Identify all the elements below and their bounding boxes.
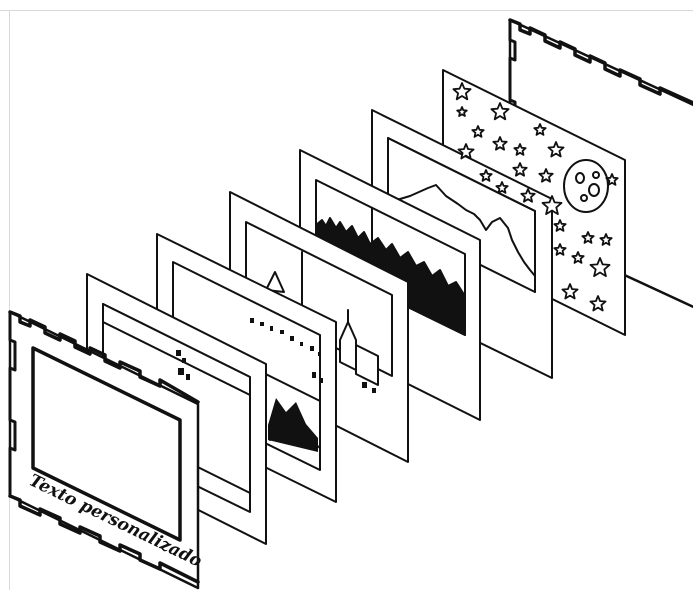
star-icon: [520, 188, 536, 203]
star-icon: [571, 251, 585, 264]
scene-details: [176, 318, 376, 452]
star-icon: [457, 143, 475, 160]
star-icon: [605, 173, 619, 186]
star-icon: [512, 162, 528, 177]
church-icon: [339, 309, 379, 386]
moon-icon: [563, 159, 609, 213]
star-icon: [538, 168, 554, 183]
star-icon: [553, 219, 567, 232]
star-icon: [589, 295, 607, 312]
star-icon: [599, 233, 613, 246]
star-icon: [456, 106, 468, 117]
left-border-line: [9, 10, 10, 590]
star-icon: [490, 102, 510, 121]
star-icon: [471, 125, 485, 138]
star-icon: [589, 257, 611, 278]
star-icon: [541, 195, 563, 216]
star-icon: [495, 181, 509, 194]
top-border-line: [0, 10, 693, 11]
star-icon: [452, 82, 472, 101]
star-icon: [513, 143, 527, 156]
front-frame-with-text: [8, 310, 200, 590]
star-icon: [492, 136, 508, 151]
star-icon: [479, 169, 493, 182]
star-icon: [581, 231, 595, 244]
star-icon: [561, 283, 579, 300]
star-icon: [547, 141, 565, 158]
stars-group: [452, 82, 619, 312]
star-icon: [533, 123, 547, 136]
star-icon: [553, 243, 567, 256]
